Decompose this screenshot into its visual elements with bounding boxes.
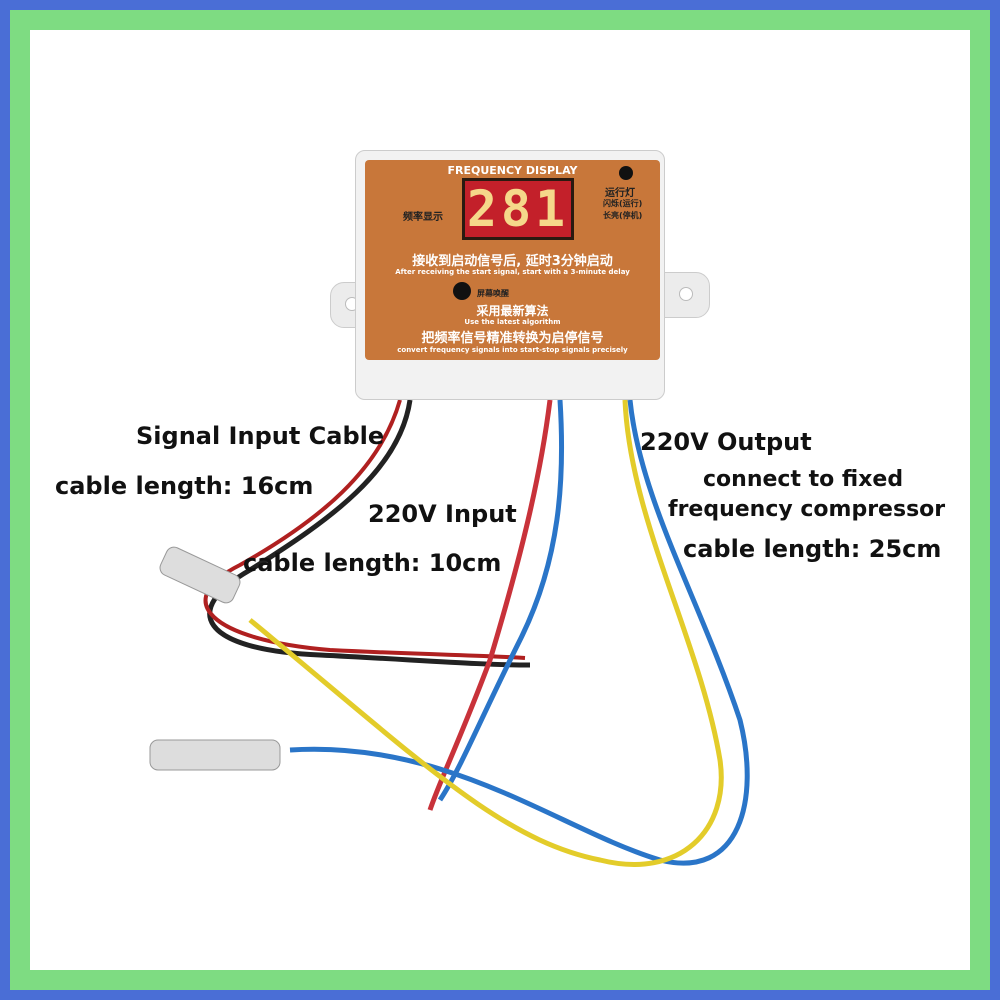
panel-header: FREQUENCY DISPLAY (447, 164, 578, 177)
input-title: 220V Input (368, 500, 517, 528)
output-desc-2: frequency compressor (668, 497, 946, 522)
red-input-wire (427, 399, 553, 811)
delay-en: After receiving the start signal, start … (395, 268, 630, 276)
run-light-flash: 闪烁(运行) (603, 199, 643, 208)
red-signal-wire (203, 399, 526, 660)
signal-cable-length: cable length: 16cm (55, 472, 314, 500)
run-light-label: 运行灯 (605, 188, 635, 199)
output-title: 220V Output (640, 428, 812, 456)
convert-en: convert frequency signals into start-sto… (397, 346, 628, 354)
display-label: 频率显示 (403, 212, 443, 223)
blue-input-wire (437, 399, 565, 802)
input-length: cable length: 10cm (243, 549, 502, 577)
blue-output-wire (289, 399, 750, 866)
run-light-indicator (619, 166, 633, 180)
output-length: cable length: 25cm (683, 535, 942, 563)
yellow-output-wire (248, 399, 724, 867)
signal-cable-title: Signal Input Cable (136, 422, 385, 450)
convert-cn: 把频率信号精准转换为启停信号 (421, 331, 604, 346)
front-panel: FREQUENCY DISPLAY 281 频率显示 运行灯 闪烁(运行) 长亮… (365, 160, 660, 360)
output-desc-1: connect to fixed (703, 467, 904, 492)
screen-wake-button[interactable] (453, 282, 471, 300)
algo-en: Use the latest algorithm (464, 318, 561, 326)
terminal-top (159, 546, 241, 604)
frequency-display: 281 (462, 178, 574, 240)
run-light-steady: 长亮(停机) (603, 211, 643, 220)
screen-wake-label: 屏幕唤醒 (477, 289, 509, 298)
terminal-bottom (149, 739, 281, 771)
algo-cn: 采用最新算法 (476, 304, 549, 318)
delay-cn: 接收到启动信号后, 延时3分钟启动 (412, 254, 613, 269)
black-wire (207, 399, 531, 668)
